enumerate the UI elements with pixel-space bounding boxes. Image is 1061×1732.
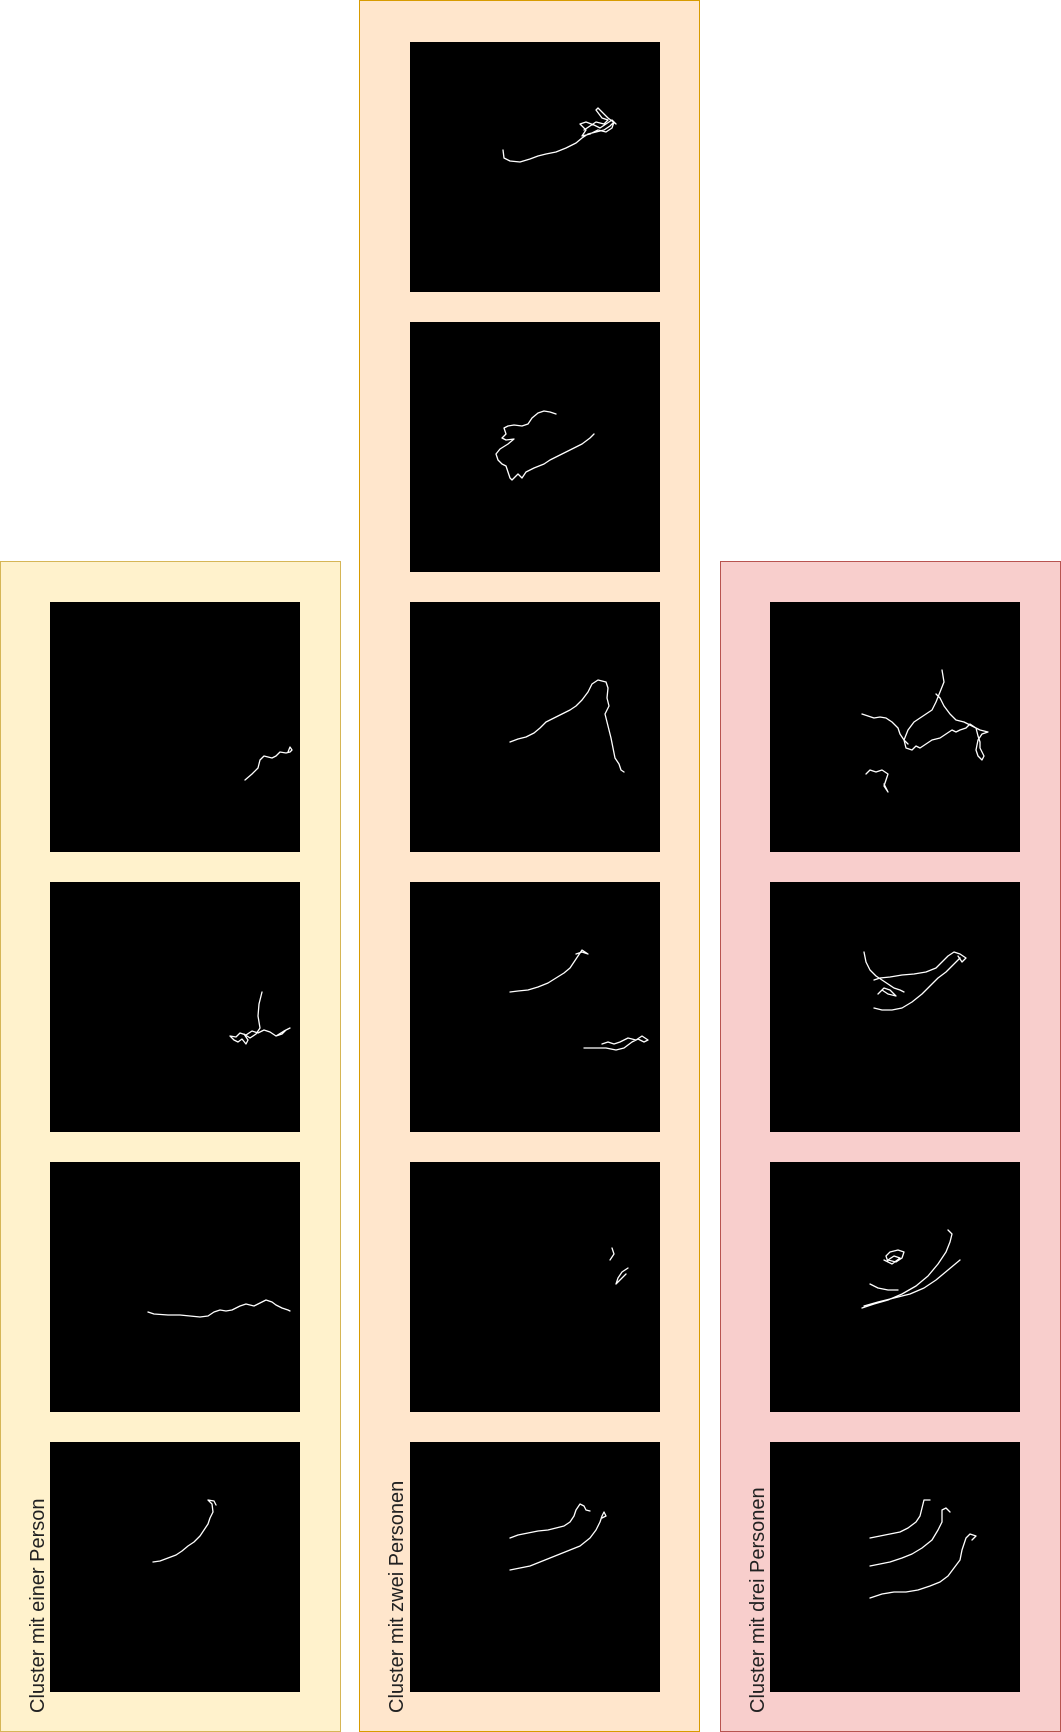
cluster-two-persons-panel: Cluster mit zwei Personen [359,0,700,1732]
cluster-label-wrap: Cluster mit zwei Personen [360,1,410,1731]
trajectory-image [770,882,1020,1132]
trajectory-image [50,1442,300,1692]
trajectory-image [410,1162,660,1412]
trajectory-image [50,882,300,1132]
trajectory-image [410,1442,660,1692]
trajectory-image [410,602,660,852]
cluster-three-persons-panel: Cluster mit drei Personen [720,561,1061,1732]
cluster-label-one-person: Cluster mit einer Person [27,1498,49,1713]
trajectory-image [410,882,660,1132]
cluster-label-three-persons: Cluster mit drei Personen [747,1487,769,1713]
cluster-one-person-panel: Cluster mit einer Person [0,561,341,1732]
trajectory-image [410,42,660,292]
cluster-label-two-persons: Cluster mit zwei Personen [386,1480,408,1713]
trajectory-image [50,602,300,852]
trajectory-image [770,1442,1020,1692]
trajectory-image [770,1162,1020,1412]
trajectory-image [410,322,660,572]
cluster-label-wrap: Cluster mit drei Personen [721,562,771,1731]
trajectory-image [770,602,1020,852]
trajectory-image [50,1162,300,1412]
cluster-label-wrap: Cluster mit einer Person [1,562,51,1731]
